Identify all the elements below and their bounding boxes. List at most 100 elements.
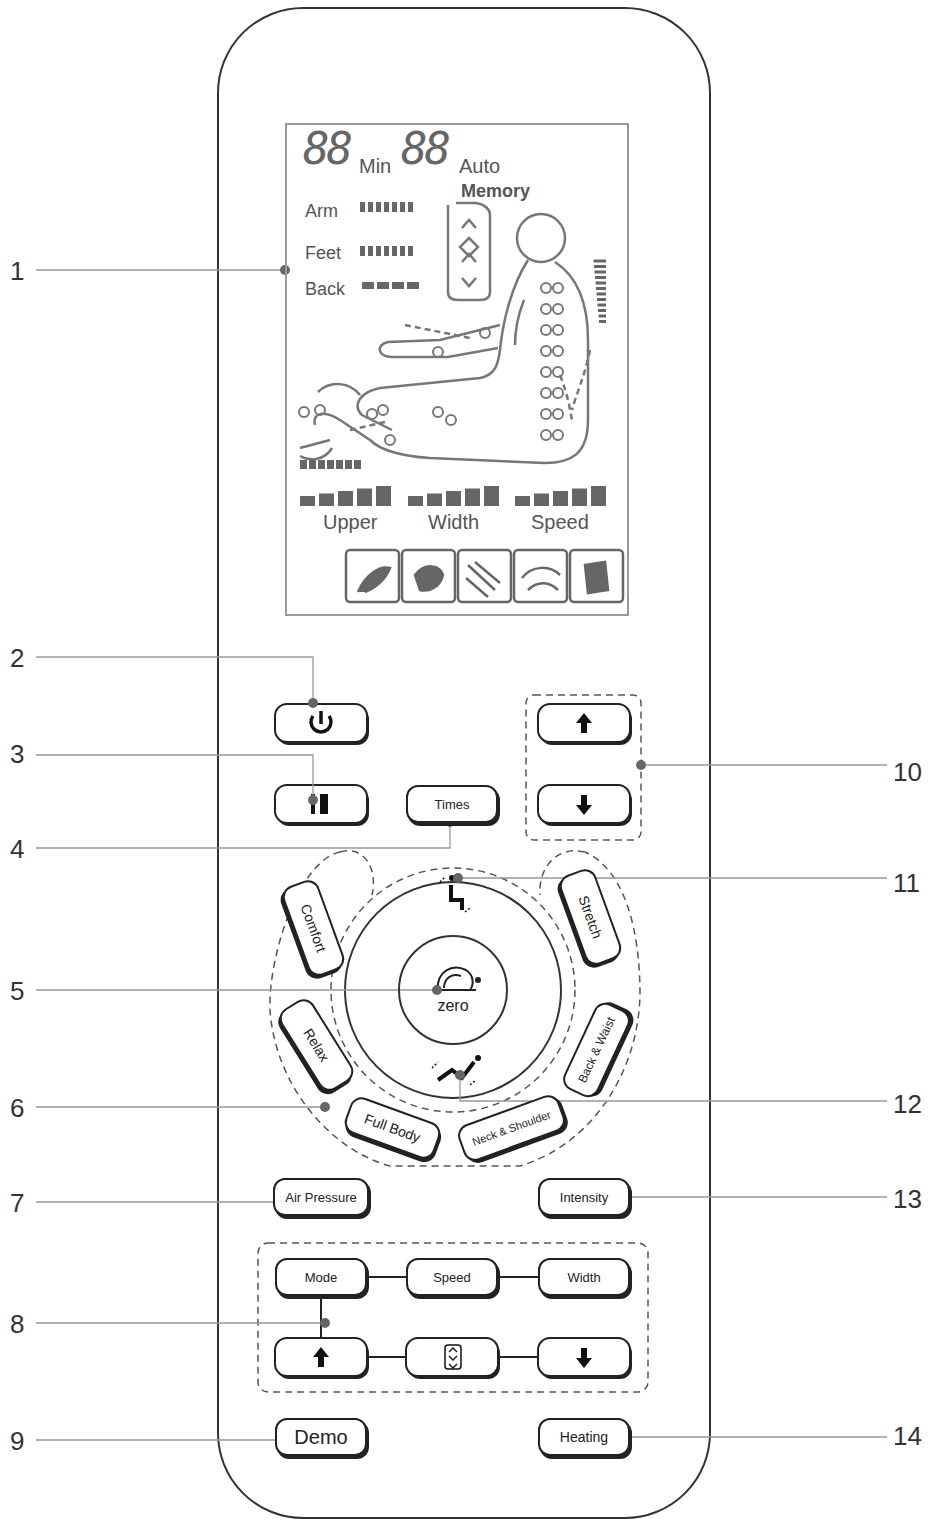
drawn-path (380, 325, 500, 357)
drawn-rect (407, 282, 419, 289)
drawn-rect (318, 460, 325, 469)
drawn-rect (327, 460, 334, 469)
drawn-rect (599, 315, 607, 318)
drawn-circle (433, 347, 443, 357)
drawn-circle (455, 1070, 465, 1080)
drawn-rect (570, 550, 623, 602)
drawn-circle (378, 405, 388, 415)
drawn-path (460, 220, 478, 286)
drawn-path (318, 384, 360, 395)
label-text: Mode (305, 1270, 338, 1285)
drawn-path (576, 795, 592, 815)
drawn-rect (309, 460, 316, 469)
drawn-rect (597, 298, 606, 301)
drawn-line (498, 1356, 538, 1358)
text-button: Intensity (538, 1178, 630, 1216)
drawn-rect (360, 246, 365, 256)
drawn-rect (572, 489, 587, 507)
text-button: Demo (275, 1418, 367, 1456)
drawn-rect (384, 202, 389, 212)
drawn-circle (433, 407, 443, 417)
drawn-circle (541, 304, 551, 314)
text-button: Heating (538, 1418, 630, 1456)
callout-number: 5 (10, 978, 24, 1004)
drawn-path (438, 968, 473, 990)
label-text: Feet (305, 243, 341, 264)
drawn-circle (541, 409, 551, 419)
drawn-path (315, 262, 588, 463)
drawn-path (358, 260, 528, 430)
text-button: Comfort (279, 877, 347, 979)
drawn-path (466, 562, 500, 597)
drawn-rect (376, 486, 391, 506)
drawn-rect (553, 491, 568, 506)
callout-number: 6 (10, 1095, 24, 1121)
drawn-path (627, 1196, 887, 1197)
drawn-path (340, 851, 585, 895)
label-text: Demo (294, 1426, 347, 1449)
text-button: Back & Waist (559, 999, 634, 1101)
text-button: Mode (275, 1258, 367, 1296)
label-text: Auto (459, 155, 500, 178)
drawn-rect (338, 491, 353, 506)
drawn-rect (258, 1243, 648, 1392)
drawn-path (515, 300, 524, 345)
callout-number: 9 (10, 1428, 24, 1454)
drawn-circle (453, 873, 463, 883)
drawn-circle (367, 409, 377, 419)
drawn-rect (319, 494, 334, 507)
drawn-rect (377, 282, 389, 289)
drawn-rect (458, 550, 511, 602)
drawn-circle (432, 985, 442, 995)
text-button: Width (538, 1258, 630, 1296)
drawn-rect (300, 496, 315, 506)
text-button: Times (406, 785, 498, 823)
lcd-screen: 88Min88AutoMemoryArmFeetBackUpperWidthSp… (285, 123, 629, 616)
drawn-circle (541, 388, 551, 398)
label-text: zero (400, 997, 506, 1015)
label-text: Speed (531, 511, 589, 534)
label-text: Width (428, 511, 479, 534)
drawn-path (300, 440, 332, 459)
drawn-rect (594, 265, 606, 268)
drawn-circle (553, 388, 563, 398)
callout-number: 12 (893, 1091, 922, 1117)
drawn-rect (408, 246, 413, 256)
drawn-rect (354, 460, 361, 469)
label-text: Back (305, 279, 345, 300)
drawn-path (358, 567, 390, 592)
drawn-path (313, 1347, 329, 1367)
lcd-figure (300, 203, 590, 463)
drawn-rect (596, 287, 606, 290)
connector-line (367, 1276, 406, 1278)
label-text: 88 (401, 127, 448, 171)
drawn-path (36, 1106, 325, 1107)
label-text: Relax (300, 1026, 333, 1065)
drawn-path (405, 325, 470, 338)
drawn-circle (517, 214, 565, 262)
drawn-rect (596, 282, 607, 285)
label-text: Speed (433, 1270, 471, 1285)
callout-number: 4 (10, 836, 24, 862)
drawn-path (36, 822, 450, 848)
drawn-rect (594, 260, 607, 263)
drawn-line (320, 1298, 322, 1338)
label-text: Full Body (362, 1110, 422, 1145)
label-text: Arm (305, 201, 338, 222)
callout-number: 7 (10, 1190, 24, 1216)
drawn-rect (357, 489, 372, 507)
drawn-circle (385, 435, 395, 445)
drawn-path (36, 1439, 283, 1440)
drawn-path (449, 1348, 457, 1368)
label-text: Neck & Shoulder (470, 1108, 552, 1148)
drawn-circle (553, 430, 563, 440)
drawn-rect (368, 246, 373, 256)
connector-line (498, 1276, 538, 1278)
drawn-circle (553, 346, 563, 356)
drawn-path (440, 877, 470, 912)
drawn-rect (384, 246, 389, 256)
drawn-rect (526, 695, 641, 840)
drawn-rect (275, 704, 367, 742)
drawn-path (415, 566, 443, 590)
label-text: Times (435, 797, 470, 812)
